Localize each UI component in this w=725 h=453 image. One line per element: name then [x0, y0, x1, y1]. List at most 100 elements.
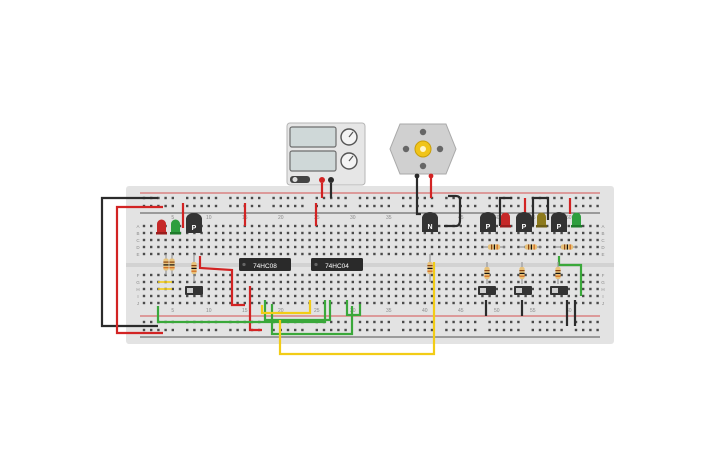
- rail-hole[interactable]: [344, 196, 347, 200]
- rail-hole[interactable]: [517, 196, 520, 200]
- breadboard-hole[interactable]: [351, 294, 354, 298]
- rail-hole[interactable]: [229, 196, 232, 200]
- breadboard-hole[interactable]: [214, 294, 218, 298]
- rail-hole[interactable]: [596, 196, 599, 200]
- breadboard-hole[interactable]: [301, 273, 304, 277]
- rail-hole[interactable]: [207, 204, 210, 208]
- breadboard-hole[interactable]: [157, 252, 160, 256]
- breadboard-hole[interactable]: [186, 238, 189, 242]
- breadboard-hole[interactable]: [416, 273, 419, 277]
- breadboard-hole[interactable]: [207, 245, 210, 249]
- breadboard-hole[interactable]: [358, 238, 362, 242]
- rail-hole[interactable]: [272, 328, 275, 332]
- rail-hole[interactable]: [416, 328, 419, 332]
- rail-hole[interactable]: [402, 328, 405, 332]
- breadboard-hole[interactable]: [560, 231, 563, 235]
- resistor-q2[interactable]: [427, 254, 433, 282]
- breadboard-hole[interactable]: [301, 294, 304, 298]
- breadboard-hole[interactable]: [366, 287, 369, 291]
- wire-red-bottom[interactable]: [248, 286, 262, 332]
- breadboard-hole[interactable]: [445, 287, 448, 291]
- breadboard-hole[interactable]: [279, 245, 282, 249]
- breadboard-hole[interactable]: [186, 245, 189, 249]
- rail-hole[interactable]: [322, 196, 326, 200]
- breadboard-hole[interactable]: [222, 245, 225, 249]
- rail-hole[interactable]: [272, 204, 275, 208]
- breadboard-hole[interactable]: [373, 301, 376, 305]
- breadboard-hole[interactable]: [402, 238, 405, 242]
- breadboard-hole[interactable]: [272, 273, 275, 277]
- breadboard-hole[interactable]: [373, 231, 376, 235]
- rail-hole[interactable]: [243, 328, 246, 332]
- breadboard-hole[interactable]: [222, 301, 225, 305]
- rail-hole[interactable]: [445, 328, 448, 332]
- breadboard-hole[interactable]: [294, 301, 297, 305]
- rail-hole[interactable]: [171, 204, 174, 208]
- transistor-q3[interactable]: P: [480, 212, 496, 232]
- breadboard-hole[interactable]: [387, 287, 390, 291]
- breadboard-hole[interactable]: [229, 287, 232, 291]
- breadboard-hole[interactable]: [423, 273, 426, 277]
- breadboard-hole[interactable]: [142, 280, 146, 284]
- breadboard-hole[interactable]: [452, 294, 455, 298]
- breadboard-hole[interactable]: [171, 301, 174, 305]
- breadboard-hole[interactable]: [164, 238, 167, 242]
- rail-hole[interactable]: [488, 196, 491, 200]
- breadboard-hole[interactable]: [330, 224, 333, 228]
- rail-hole[interactable]: [560, 196, 563, 200]
- breadboard-hole[interactable]: [330, 280, 333, 284]
- resistor-left-2[interactable]: [169, 254, 175, 275]
- rail-hole[interactable]: [466, 196, 470, 200]
- breadboard-hole[interactable]: [358, 301, 362, 305]
- breadboard-hole[interactable]: [510, 294, 513, 298]
- rail-hole[interactable]: [330, 328, 333, 332]
- rail-hole[interactable]: [279, 204, 282, 208]
- breadboard-hole[interactable]: [430, 294, 434, 298]
- rail-hole[interactable]: [517, 328, 520, 332]
- breadboard-hole[interactable]: [452, 231, 455, 235]
- breadboard-hole[interactable]: [416, 301, 419, 305]
- breadboard-hole[interactable]: [150, 231, 153, 235]
- rail-hole[interactable]: [214, 196, 218, 200]
- breadboard-hole[interactable]: [157, 273, 160, 277]
- rail-hole[interactable]: [423, 196, 426, 200]
- breadboard-hole[interactable]: [387, 301, 390, 305]
- breadboard-hole[interactable]: [474, 280, 477, 284]
- breadboard-hole[interactable]: [459, 252, 462, 256]
- breadboard-hole[interactable]: [380, 245, 383, 249]
- breadboard-hole[interactable]: [337, 231, 340, 235]
- rail-hole[interactable]: [510, 328, 513, 332]
- rail-hole[interactable]: [596, 204, 599, 208]
- wire-green-1[interactable]: [156, 300, 327, 324]
- breadboard-hole[interactable]: [495, 273, 498, 277]
- wire-black-right-2[interactable]: [531, 196, 550, 226]
- breadboard-hole[interactable]: [344, 231, 347, 235]
- breadboard-hole[interactable]: [510, 301, 513, 305]
- breadboard-hole[interactable]: [531, 252, 534, 256]
- rail-hole[interactable]: [402, 204, 405, 208]
- breadboard-hole[interactable]: [394, 238, 398, 242]
- rail-hole[interactable]: [186, 328, 189, 332]
- breadboard-hole[interactable]: [351, 231, 354, 235]
- breadboard-hole[interactable]: [236, 238, 239, 242]
- breadboard-hole[interactable]: [315, 280, 318, 284]
- breadboard-hole[interactable]: [502, 231, 506, 235]
- breadboard-hole[interactable]: [229, 245, 232, 249]
- breadboard-hole[interactable]: [330, 273, 333, 277]
- rail-hole[interactable]: [459, 328, 462, 332]
- breadboard-hole[interactable]: [279, 280, 282, 284]
- breadboard-hole[interactable]: [409, 252, 412, 256]
- breadboard-hole[interactable]: [416, 224, 419, 228]
- rail-hole[interactable]: [466, 320, 470, 324]
- rail-hole[interactable]: [150, 320, 153, 324]
- breadboard-hole[interactable]: [409, 231, 412, 235]
- breadboard-hole[interactable]: [402, 231, 405, 235]
- breadboard-hole[interactable]: [445, 280, 448, 284]
- breadboard-hole[interactable]: [358, 280, 362, 284]
- breadboard-hole[interactable]: [445, 301, 448, 305]
- breadboard-hole[interactable]: [236, 280, 239, 284]
- breadboard-hole[interactable]: [567, 224, 570, 228]
- rail-hole[interactable]: [330, 204, 333, 208]
- rail-hole[interactable]: [258, 196, 261, 200]
- breadboard-hole[interactable]: [531, 238, 534, 242]
